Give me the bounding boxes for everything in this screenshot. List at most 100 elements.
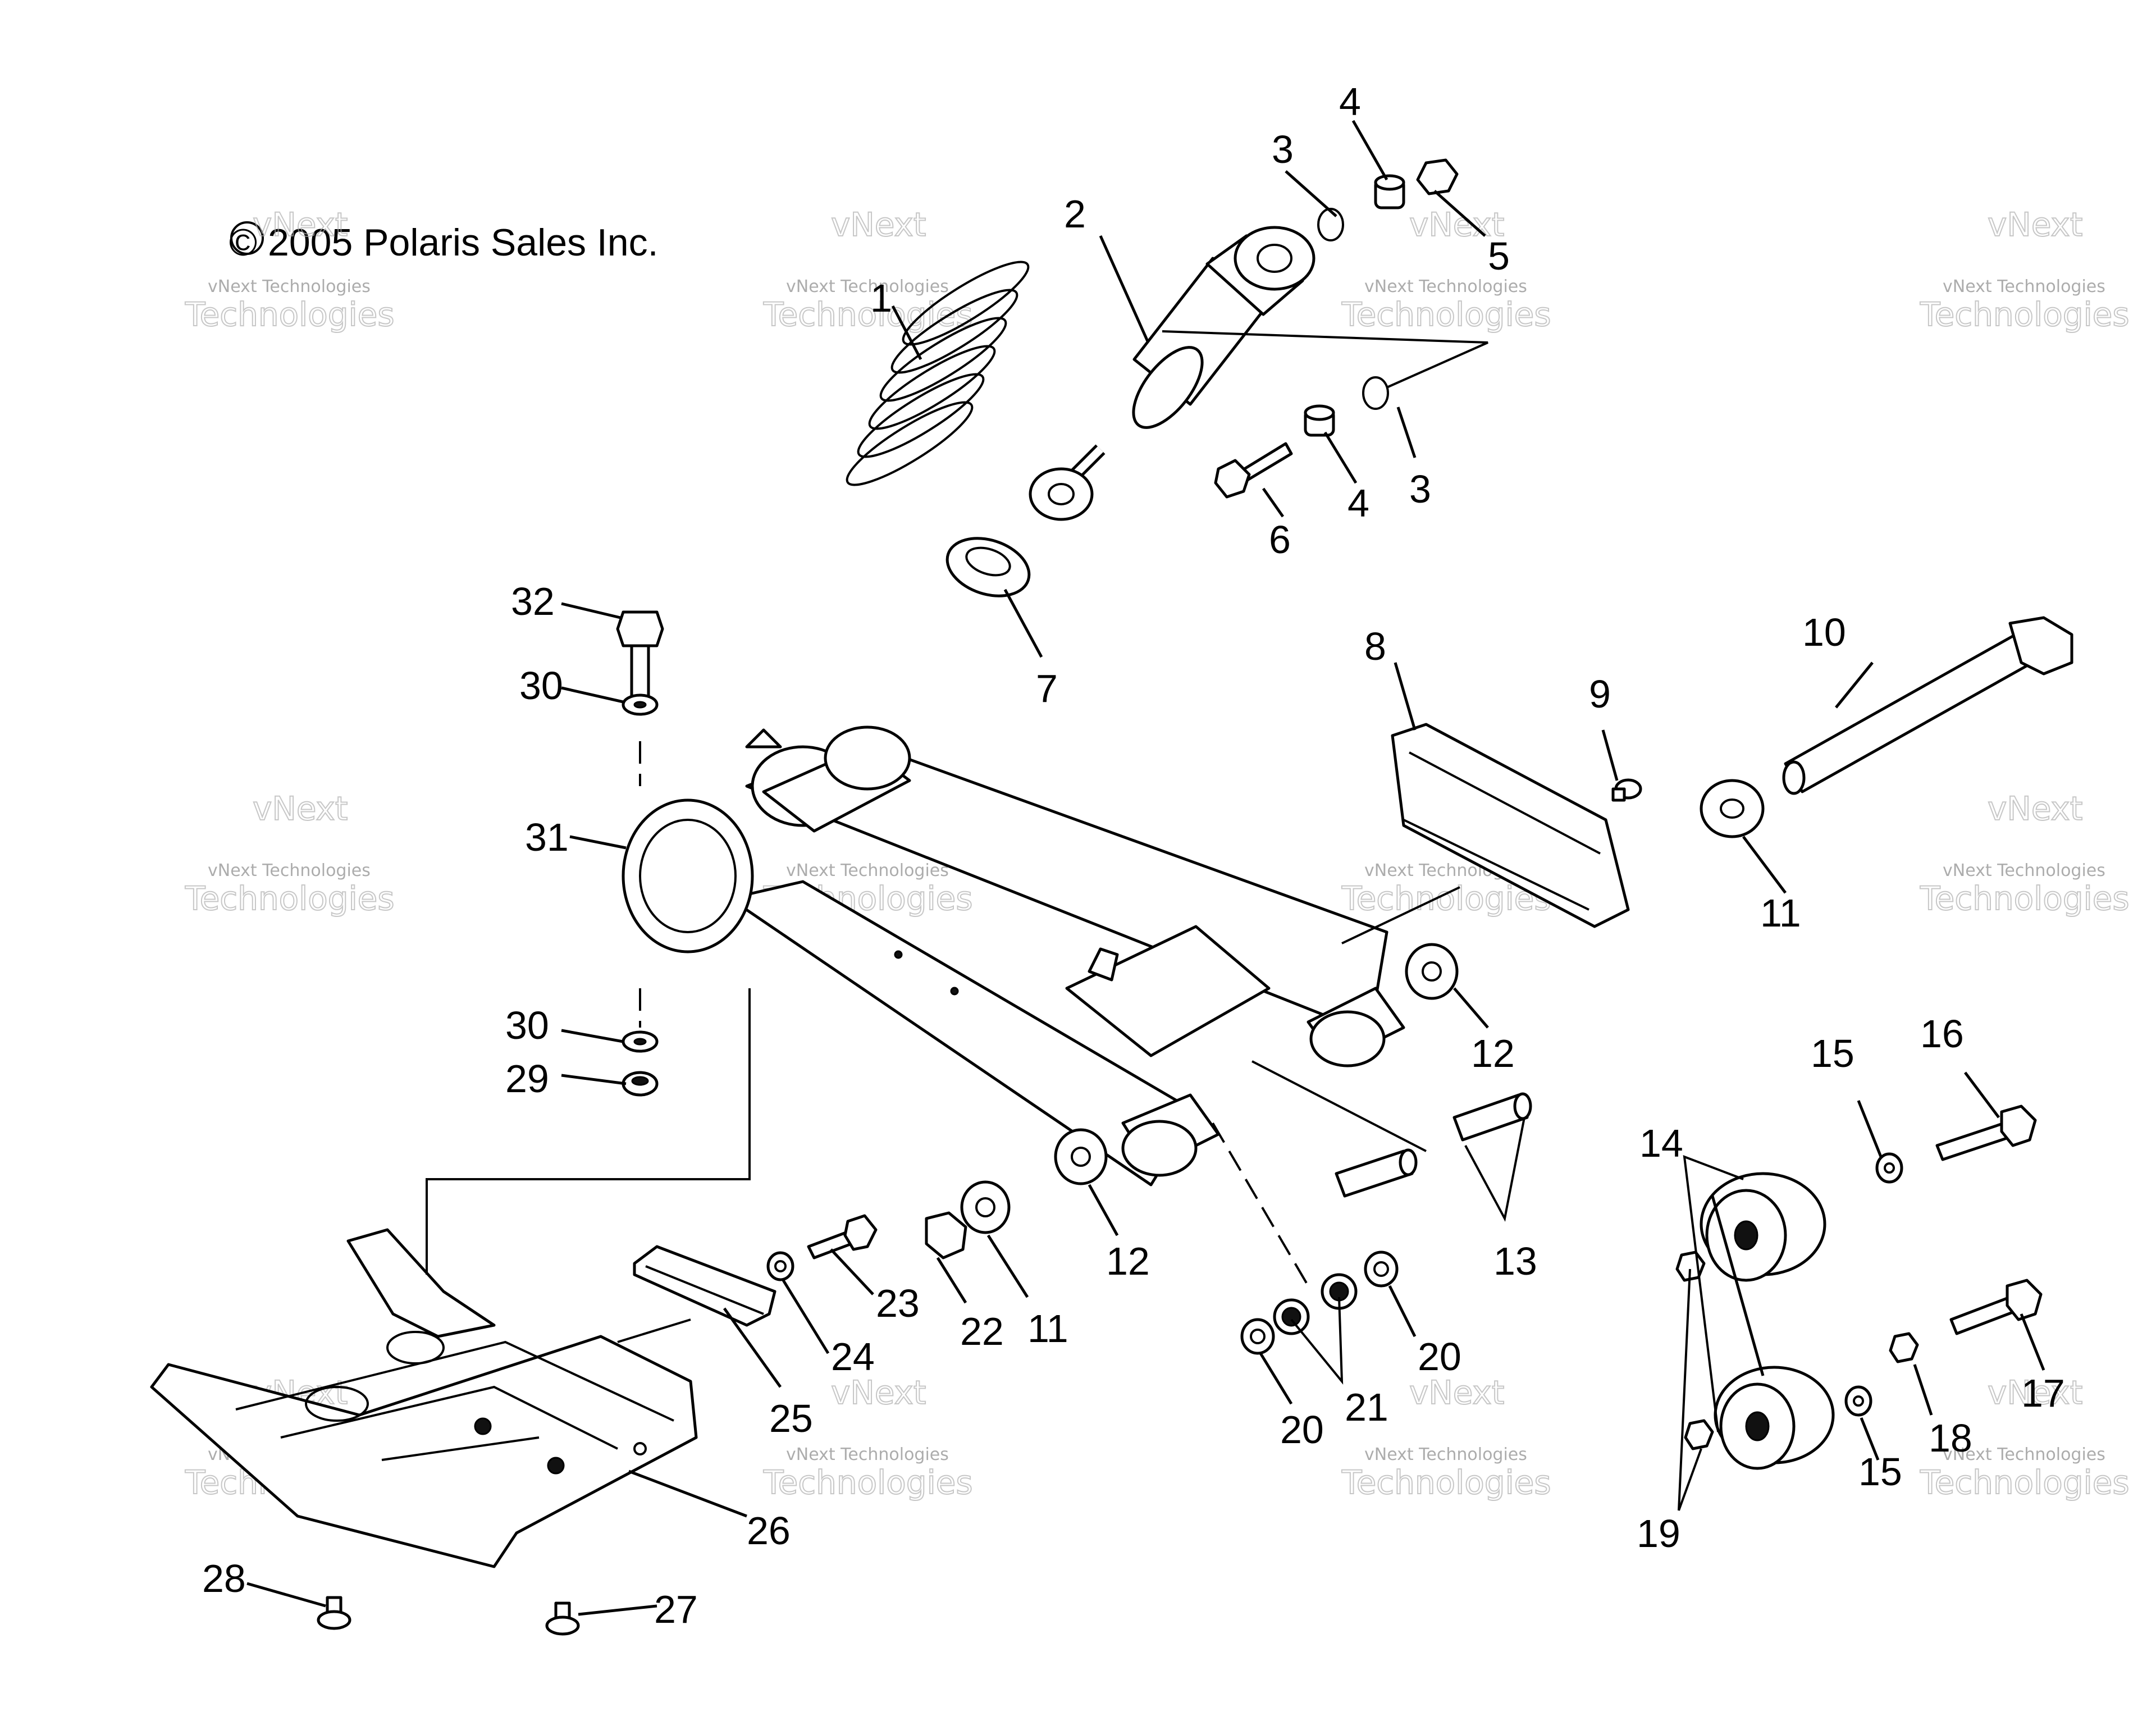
part-12-washer xyxy=(1405,943,1459,1000)
part-10-axle-bolt xyxy=(1782,616,2073,795)
svg-text:vNext Technologies: vNext Technologies xyxy=(1943,861,2105,880)
svg-text:vNext Technologies: vNext Technologies xyxy=(786,1445,949,1464)
svg-text:vNext Technologies: vNext Technologies xyxy=(1364,277,1527,296)
svg-text:Technologies: Technologies xyxy=(1920,295,2130,334)
part-5-nut xyxy=(1416,158,1459,195)
part-15-washer xyxy=(1875,1152,1903,1184)
svg-text:vNext: vNext xyxy=(1988,790,2082,828)
watermark: vNext vNext Technologies Technologies xyxy=(1919,205,2130,334)
svg-text:Technologies: Technologies xyxy=(1920,879,2130,918)
part-12-washer xyxy=(1054,1128,1108,1185)
callout-21: 21 xyxy=(1345,1385,1388,1429)
part-3-o-ring xyxy=(1362,376,1389,410)
callout-5: 5 xyxy=(1488,234,1510,278)
callout-19: 19 xyxy=(1637,1512,1680,1555)
callout-3: 3 xyxy=(1409,467,1431,511)
callout-20: 20 xyxy=(1418,1335,1461,1379)
callout-12: 12 xyxy=(1106,1239,1150,1283)
callout-23: 23 xyxy=(876,1281,920,1325)
callout-1: 1 xyxy=(870,276,892,320)
callout-15: 15 xyxy=(1811,1032,1854,1075)
svg-text:vNext Technologies: vNext Technologies xyxy=(1943,277,2105,296)
watermark: vNext vNext Technologies Technologies xyxy=(184,789,395,918)
part-30-washer xyxy=(622,1030,659,1053)
svg-text:Technologies: Technologies xyxy=(1341,1463,1551,1502)
callout-30: 30 xyxy=(519,664,563,708)
callout-18: 18 xyxy=(1929,1416,1972,1460)
part-23-bolt xyxy=(807,1214,878,1259)
copyright-circle-icon xyxy=(230,221,264,255)
part-22-nut xyxy=(925,1211,967,1259)
callout-4: 4 xyxy=(1339,80,1361,124)
part-4-bushing xyxy=(1374,174,1405,209)
callout-25: 25 xyxy=(769,1397,813,1440)
svg-text:Technologies: Technologies xyxy=(185,295,395,334)
part-21-bushing xyxy=(1273,1298,1310,1335)
callout-29: 29 xyxy=(505,1057,549,1101)
watermark: vNext vNext Technologies Technologies xyxy=(184,205,395,334)
svg-text:vNext: vNext xyxy=(1409,1373,1504,1412)
callout-26: 26 xyxy=(747,1509,791,1553)
part-4-bushing xyxy=(1304,404,1335,437)
callout-4: 4 xyxy=(1347,481,1369,525)
callout-16: 16 xyxy=(1920,1012,1964,1056)
callout-14: 14 xyxy=(1639,1121,1683,1165)
part-13-sleeve xyxy=(1452,1092,1532,1142)
part-3-o-ring xyxy=(1317,208,1344,241)
part-14-roller xyxy=(1700,1172,1826,1282)
callout-15: 15 xyxy=(1858,1450,1902,1494)
watermark: vNext vNext Technologies Technologies xyxy=(1341,205,1552,334)
svg-text:vNext: vNext xyxy=(831,206,926,244)
callout-9: 9 xyxy=(1589,672,1611,716)
callout-11: 11 xyxy=(1760,891,1801,935)
callout-13: 13 xyxy=(1493,1239,1537,1283)
callout-3: 3 xyxy=(1272,127,1294,171)
part-13-sleeve xyxy=(1335,1148,1418,1198)
svg-text:vNext: vNext xyxy=(1988,1373,2082,1412)
svg-text:vNext: vNext xyxy=(1988,206,2082,244)
callout-8: 8 xyxy=(1364,624,1386,668)
part-20-washer xyxy=(1240,1318,1275,1355)
part-2-shock-absorber xyxy=(1029,226,1315,521)
svg-text:Technologies: Technologies xyxy=(185,879,395,918)
watermark: vNext vNext Technologies Technologies xyxy=(762,205,974,334)
svg-text:vNext Technologies: vNext Technologies xyxy=(786,861,949,880)
callout-7: 7 xyxy=(1036,667,1058,710)
svg-text:Technologies: Technologies xyxy=(1341,295,1551,334)
part-30-washer xyxy=(622,693,659,716)
part-15-washer xyxy=(1844,1385,1872,1417)
callout-10: 10 xyxy=(1802,610,1846,654)
svg-text:vNext: vNext xyxy=(831,1373,926,1412)
part-27-bolt xyxy=(545,1601,580,1636)
watermark: vNext vNext Technologies Technologies xyxy=(1919,1373,2130,1502)
svg-text:Technologies: Technologies xyxy=(763,1463,973,1502)
svg-text:Technologies: Technologies xyxy=(763,295,973,334)
svg-text:vNext Technologies: vNext Technologies xyxy=(208,861,371,880)
svg-text:vNext Technologies: vNext Technologies xyxy=(1364,1445,1527,1464)
part-14-roller xyxy=(1714,1366,1835,1470)
callout-32: 32 xyxy=(511,579,555,623)
svg-text:vNext: vNext xyxy=(253,790,348,828)
part-31-swing-arm xyxy=(622,725,1405,1186)
callout-labels: 1 2 3 4 5 3 4 6 7 8 9 10 11 12 12 13 11 … xyxy=(202,80,2065,1631)
callout-28: 28 xyxy=(202,1557,246,1600)
leader-lines xyxy=(246,120,2045,1616)
part-26-skid-plate xyxy=(150,1228,698,1568)
callout-27: 27 xyxy=(654,1587,698,1631)
callout-22: 22 xyxy=(960,1309,1004,1353)
part-11-washer xyxy=(960,1180,1011,1234)
part-28-bolt xyxy=(317,1596,351,1630)
part-9-screw xyxy=(1611,778,1642,802)
part-1-spring xyxy=(846,261,1030,486)
part-24-washer xyxy=(766,1251,794,1281)
callout-2: 2 xyxy=(1064,192,1086,236)
callout-20: 20 xyxy=(1280,1408,1324,1452)
svg-text:vNext: vNext xyxy=(253,206,348,244)
svg-text:vNext Technologies: vNext Technologies xyxy=(786,277,949,296)
copyright-text: © 2005 Polaris Sales Inc. xyxy=(229,221,659,264)
part-19-nut xyxy=(1684,1419,1714,1450)
svg-text:vNext Technologies: vNext Technologies xyxy=(1943,1445,2105,1464)
svg-text:vNext Technologies: vNext Technologies xyxy=(208,277,371,296)
watermark: vNext vNext Technologies Technologies xyxy=(762,1373,974,1502)
